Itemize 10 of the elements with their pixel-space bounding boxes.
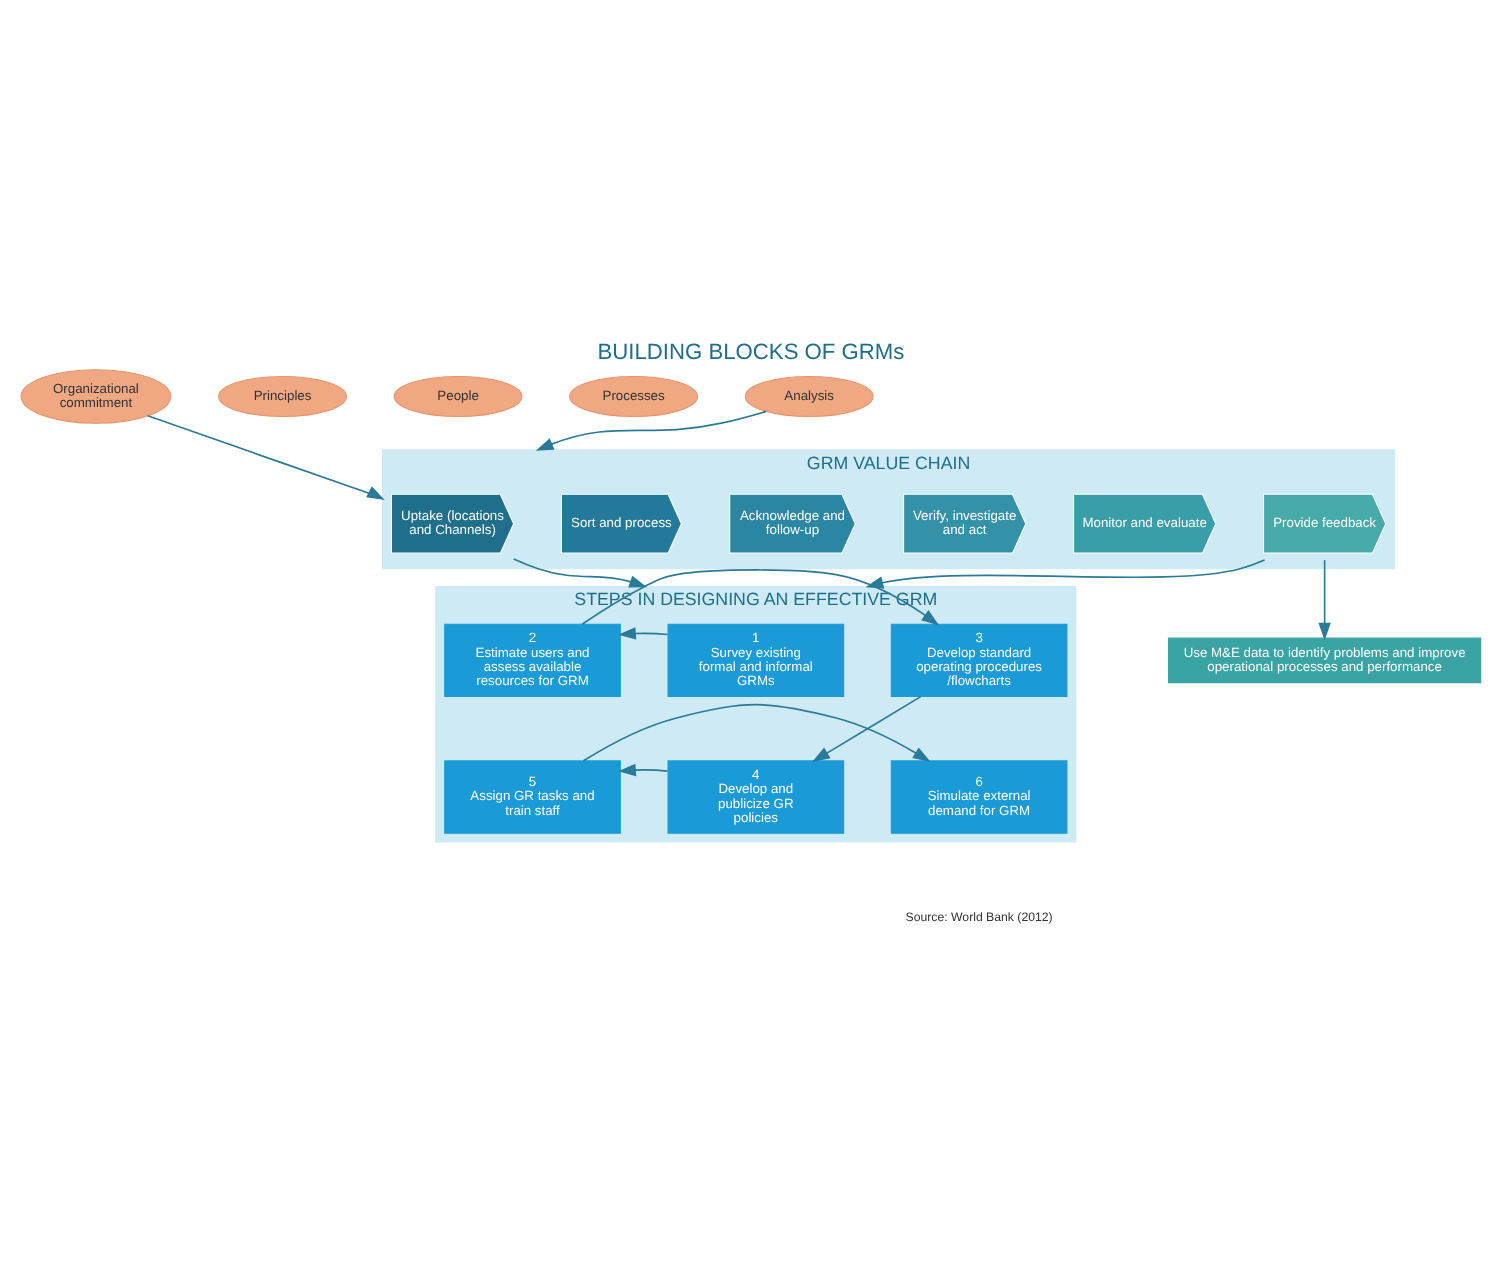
arrow bbox=[535, 409, 767, 450]
arrow bbox=[146, 413, 385, 500]
arrow bbox=[1318, 558, 1331, 640]
diagram-title: BUILDING BLOCKS OF GRMs bbox=[597, 339, 905, 364]
arrow bbox=[618, 762, 669, 776]
arrow bbox=[581, 568, 940, 625]
arrow bbox=[812, 694, 922, 762]
arrow bbox=[618, 626, 669, 639]
arrow bbox=[512, 557, 648, 587]
arrow bbox=[582, 702, 931, 762]
